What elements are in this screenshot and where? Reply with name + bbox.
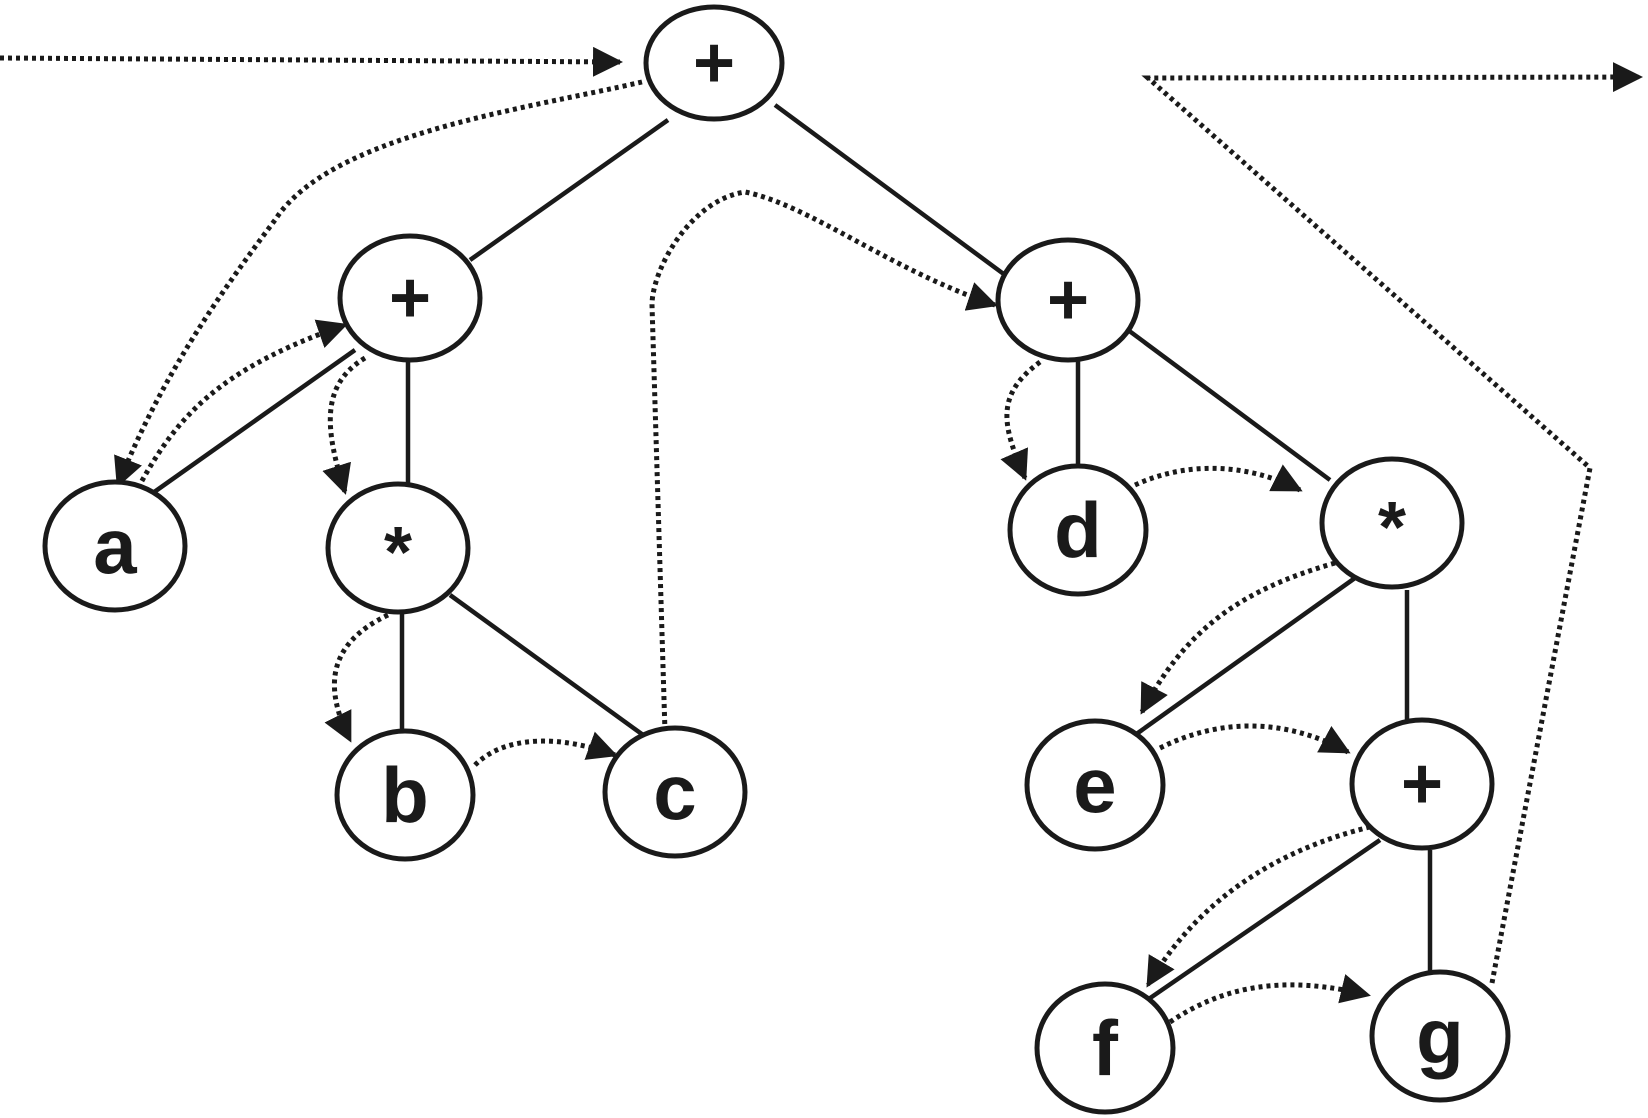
- edge-root-plus-left: [468, 118, 670, 262]
- traversal-plus-left-to-mul-left: [322, 355, 367, 495]
- traversal-a-to-plus-left: [135, 319, 348, 490]
- traversal-plus-right-to-d: [1000, 359, 1042, 481]
- node-plus-right: +: [995, 237, 1141, 363]
- node-label-mul-left: *: [384, 513, 412, 593]
- node-label-mul-right: *: [1378, 488, 1406, 568]
- node-label-d: d: [1054, 486, 1102, 574]
- traversal-b-to-c: [473, 731, 618, 767]
- node-d: d: [1007, 463, 1149, 597]
- node-label-a: a: [93, 502, 137, 590]
- traversal-mul-left-to-b: [324, 612, 390, 743]
- tree-edges: [148, 103, 1433, 1007]
- traversal-e-to-plus-low: [1158, 723, 1351, 755]
- traversal-f-to-g: [1168, 974, 1371, 1025]
- node-label-e: e: [1073, 741, 1116, 829]
- node-label-plus-low: +: [1401, 744, 1443, 824]
- node-f: f: [1034, 981, 1176, 1115]
- node-label-g: g: [1416, 992, 1464, 1080]
- node-label-c: c: [653, 748, 696, 836]
- node-a: a: [42, 479, 188, 613]
- node-mul-left: *: [325, 481, 471, 615]
- node-c: c: [602, 725, 748, 859]
- node-b: b: [334, 728, 476, 862]
- traversal-start-arrow: [0, 46, 623, 77]
- edge-plus-right-mul-right: [1126, 328, 1332, 482]
- tree-nodes: + + + a * b c d: [42, 4, 1511, 1115]
- traversal-d-to-mul-right: [1133, 464, 1303, 493]
- traversal-root-to-a: [114, 79, 643, 488]
- edge-root-plus-right: [773, 103, 1007, 277]
- traversal-path: [0, 46, 1643, 1025]
- node-label-plus-left: +: [389, 258, 431, 338]
- node-label-plus-right: +: [1047, 260, 1089, 340]
- node-label-b: b: [381, 751, 429, 839]
- node-label-f: f: [1092, 1004, 1119, 1092]
- traversal-c-to-plus-right: [649, 189, 998, 733]
- node-mul-right: *: [1319, 456, 1465, 590]
- traversal-mul-right-to-e: [1139, 560, 1336, 715]
- node-plus-left: +: [337, 233, 483, 363]
- node-label-root: +: [693, 23, 735, 103]
- node-root: +: [643, 4, 785, 122]
- edge-mul-right-e: [1133, 576, 1357, 737]
- edge-plus-left-a: [148, 348, 357, 497]
- edge-plus-low-f: [1138, 838, 1382, 1007]
- node-g: g: [1369, 969, 1511, 1103]
- traversal-plus-low-to-f: [1145, 822, 1379, 988]
- node-plus-low: +: [1349, 717, 1495, 851]
- edge-mul-left-c: [448, 593, 652, 742]
- traversal-g-to-end: [1141, 62, 1643, 984]
- node-e: e: [1024, 718, 1166, 852]
